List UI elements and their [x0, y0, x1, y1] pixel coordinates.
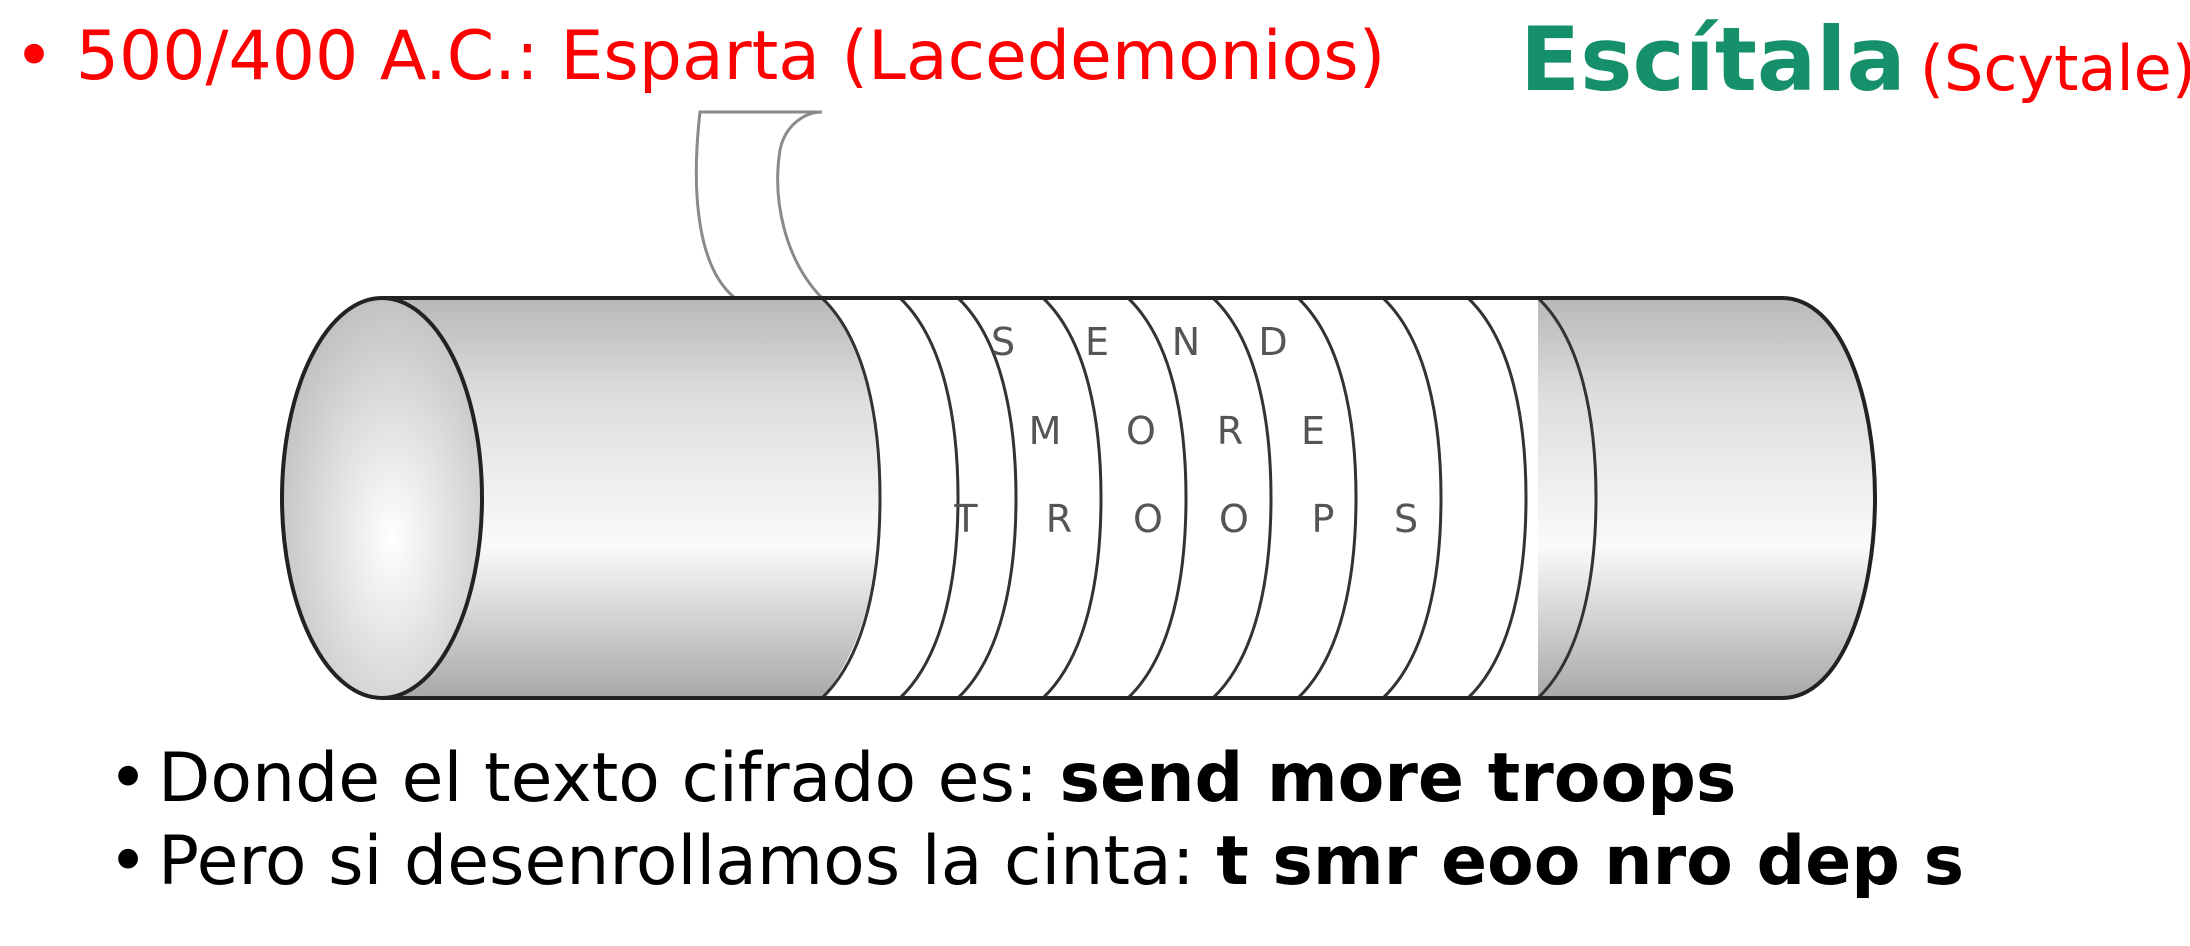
- rod-right-end: [1781, 296, 1878, 700]
- letter-r1-c3: E: [1301, 409, 1325, 453]
- header-date-text: 500/400 A.C.: Esparta (Lacedemonios): [75, 17, 1386, 96]
- title-main: Escítala: [1520, 8, 1906, 111]
- explanation-bullets: •Donde el texto cifrado es: send more tr…: [108, 738, 1964, 904]
- bullet-bold-text: t smr eoo nro dep s: [1216, 821, 1965, 901]
- letter-r0-c2: N: [1172, 320, 1200, 364]
- slide-header-date: • 500/400 A.C.: Esparta (Lacedemonios): [14, 17, 1386, 96]
- letter-r2-c1: R: [1046, 497, 1072, 541]
- scytale-letters: S E N D M O R E T R O O P S: [953, 320, 1418, 541]
- rod-left-cap: [280, 296, 484, 700]
- strap-tail: [694, 110, 826, 300]
- letter-r2-c3: O: [1219, 497, 1249, 541]
- letter-r0-c3: D: [1258, 320, 1287, 364]
- letter-r1-c1: O: [1126, 409, 1156, 453]
- letter-r1-c2: R: [1217, 409, 1243, 453]
- letter-r2-c0: T: [953, 497, 978, 541]
- bullet-ciphertext: •Donde el texto cifrado es: send more tr…: [108, 738, 1964, 821]
- slide-title: Escítala(Scytale): [1520, 11, 2190, 109]
- bullet-bold-text: send more troops: [1059, 739, 1737, 818]
- bullet-text: Pero si desenrollamos la cinta:: [158, 821, 1217, 901]
- letter-r0-c1: E: [1085, 320, 1109, 364]
- strap-turn-edges: [820, 296, 1598, 700]
- letter-r2-c2: O: [1133, 497, 1163, 541]
- bullet-dot: •: [108, 821, 149, 901]
- letter-r0-c0: S: [991, 320, 1015, 364]
- letter-r2-c4: P: [1312, 497, 1335, 541]
- letter-r1-c0: M: [1029, 409, 1062, 453]
- header-bullet: •: [14, 17, 55, 96]
- title-sub: (Scytale): [1919, 32, 2190, 105]
- wound-strap: [822, 298, 1538, 698]
- letter-r2-c5: S: [1394, 497, 1418, 541]
- bullet-dot: •: [108, 739, 149, 818]
- bullet-text: Donde el texto cifrado es:: [158, 739, 1060, 818]
- bullet-unrolled: •Pero si desenrollamos la cinta: t smr e…: [108, 821, 1964, 904]
